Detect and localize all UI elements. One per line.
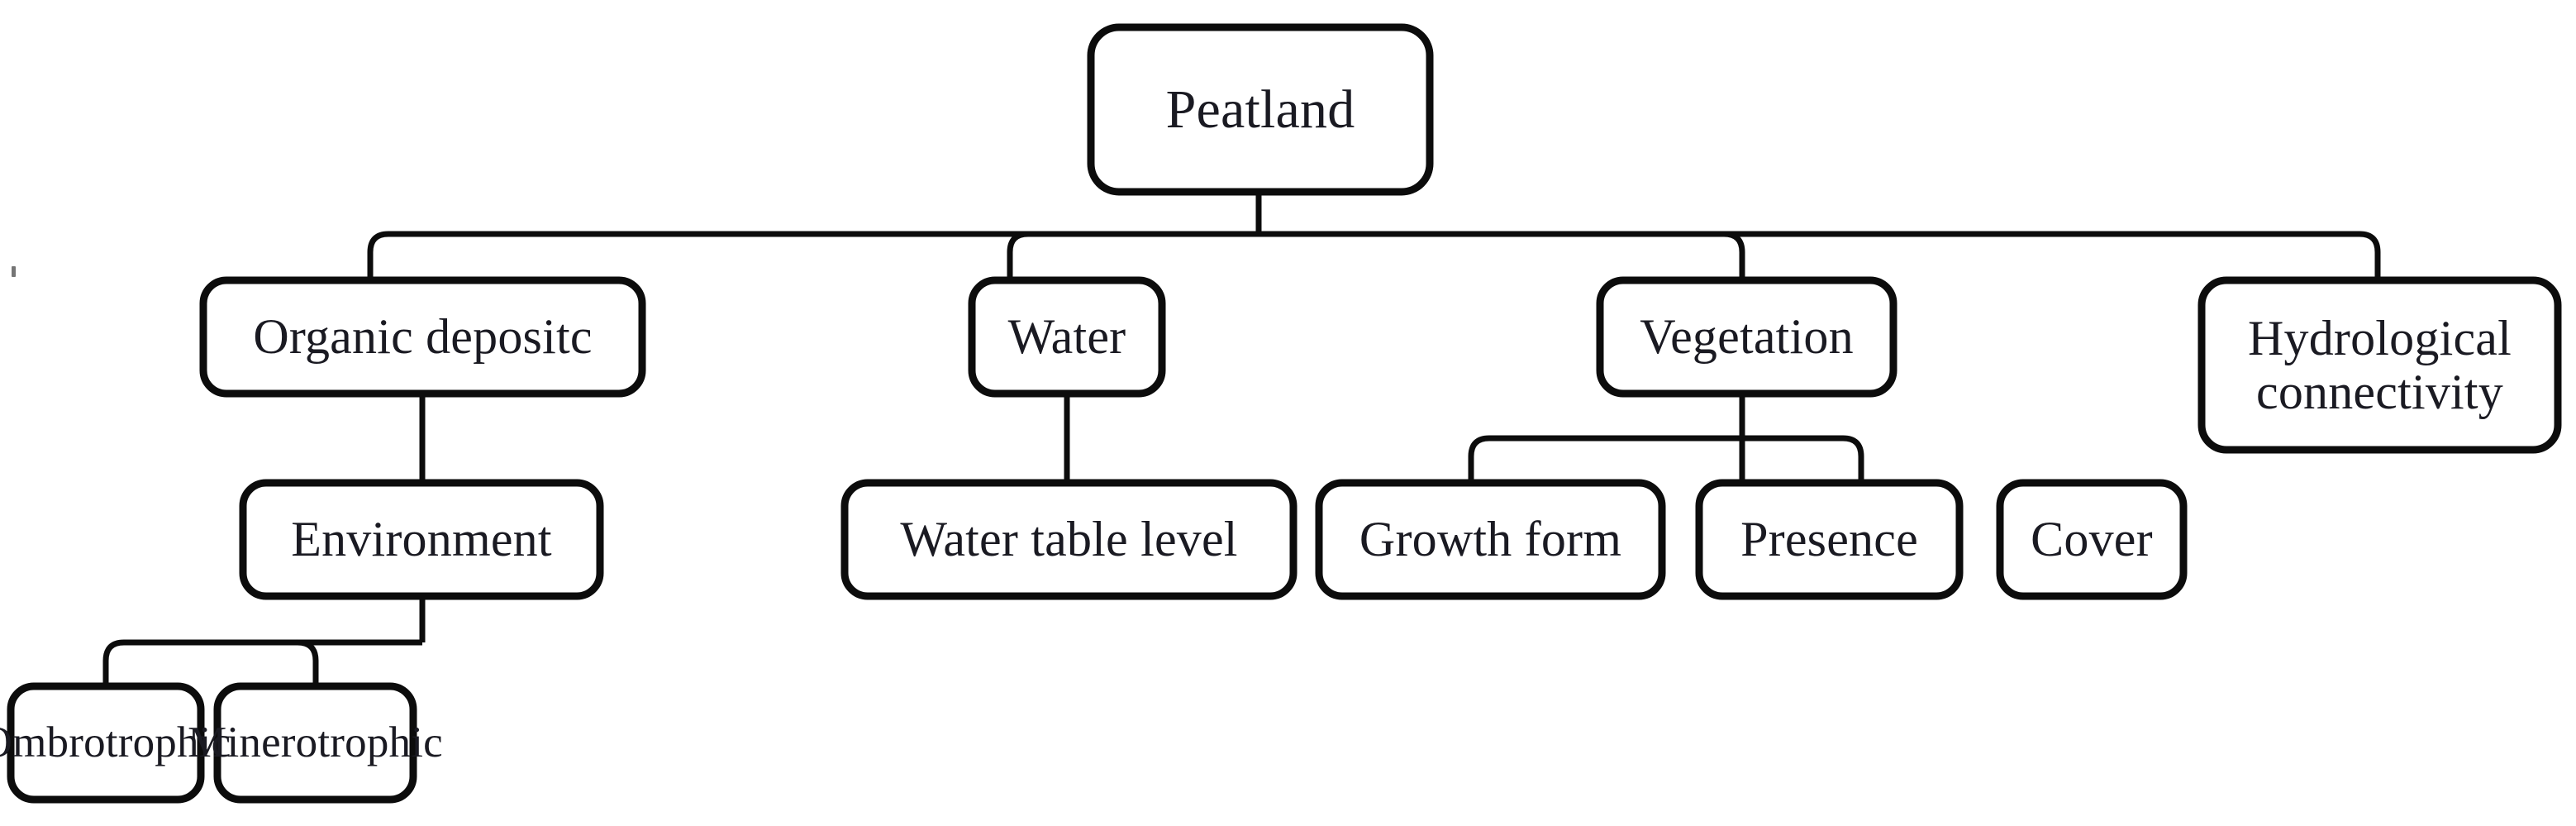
node-box-environment[interactable] bbox=[239, 479, 604, 600]
node-label-minerotrophic[interactable]: Minerotrophic bbox=[188, 718, 443, 766]
edge-peatland-hydrological-connectivity bbox=[1259, 231, 2381, 280]
node-label-water[interactable]: Water bbox=[1007, 309, 1126, 365]
node-label-environment[interactable]: Environment bbox=[291, 512, 552, 567]
edge-vegetation-growth-form bbox=[1468, 435, 1742, 483]
node-box-organic-deposits[interactable] bbox=[199, 276, 646, 398]
node-label-peatland[interactable]: Peatland bbox=[1165, 79, 1355, 140]
stray-speck-artifact bbox=[12, 266, 16, 277]
node-label-growth-form[interactable]: Growth form bbox=[1359, 512, 1622, 567]
node-box-water[interactable] bbox=[968, 276, 1166, 398]
node-label-ombrotrophic[interactable]: Ombrotrophic bbox=[0, 718, 231, 766]
node-box-hydrological-connectivity[interactable] bbox=[2197, 276, 2562, 454]
edge-peatland-organic-deposits bbox=[367, 231, 1259, 280]
edge-peatland-water bbox=[1007, 231, 1259, 280]
node-box-cover[interactable] bbox=[1996, 479, 2188, 600]
node-box-ombrotrophic[interactable] bbox=[7, 682, 205, 804]
node-box-vegetation[interactable] bbox=[1596, 276, 1897, 398]
node-label-organic-deposits[interactable]: Organic depositc bbox=[253, 309, 593, 365]
node-box-peatland[interactable] bbox=[1087, 23, 1434, 196]
node-label-water-table-level[interactable]: Water table level bbox=[900, 512, 1238, 567]
edge-environment-ombrotrophic bbox=[102, 639, 422, 686]
node-box-minerotrophic[interactable] bbox=[213, 682, 417, 804]
edge-vegetation-cover bbox=[1742, 435, 1864, 483]
node-box-growth-form[interactable] bbox=[1315, 479, 1666, 600]
node-label-cover[interactable]: Cover bbox=[2031, 512, 2153, 567]
node-label-presence[interactable]: Presence bbox=[1740, 512, 1918, 567]
node-box-presence[interactable] bbox=[1695, 479, 1964, 600]
node-label-vegetation[interactable]: Vegetation bbox=[1640, 309, 1854, 365]
edge-environment-minerotrophic bbox=[294, 639, 422, 686]
node-label-hydrological-connectivity[interactable]: Hydrological connectivity bbox=[2248, 310, 2512, 419]
node-box-water-table-level[interactable] bbox=[840, 479, 1298, 600]
